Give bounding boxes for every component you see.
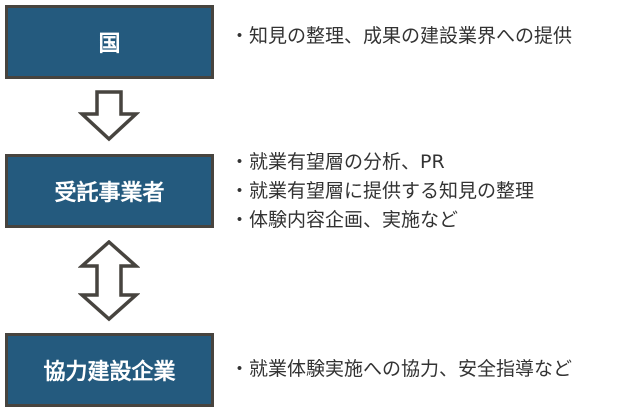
node-label: 協力建設企業 — [43, 360, 176, 385]
note: ・就業有望層の分析、PR — [230, 151, 445, 173]
note: ・就業体験実施への協力、安全指導など — [230, 358, 573, 380]
node-label: 国 — [98, 32, 121, 57]
node-label: 受託事業者 — [54, 181, 165, 206]
government-notes: ・知見の整理、成果の建設業界への提供 — [230, 22, 572, 51]
bidirectional-arrow-icon — [78, 240, 140, 322]
node-partner-company: 協力建設企業 — [5, 333, 214, 407]
note: ・体験内容企画、実施など — [230, 209, 459, 231]
contractor-notes: ・就業有望層の分析、PR ・就業有望層に提供する知見の整理 ・体験内容企画、実施… — [230, 148, 534, 235]
note: ・就業有望層に提供する知見の整理 — [230, 180, 535, 202]
node-government: 国 — [5, 5, 214, 79]
partner-notes: ・就業体験実施への協力、安全指導など — [230, 355, 572, 384]
down-arrow-icon — [78, 90, 140, 142]
note: ・知見の整理、成果の建設業界への提供 — [230, 25, 573, 47]
node-contractor: 受託事業者 — [5, 154, 214, 228]
